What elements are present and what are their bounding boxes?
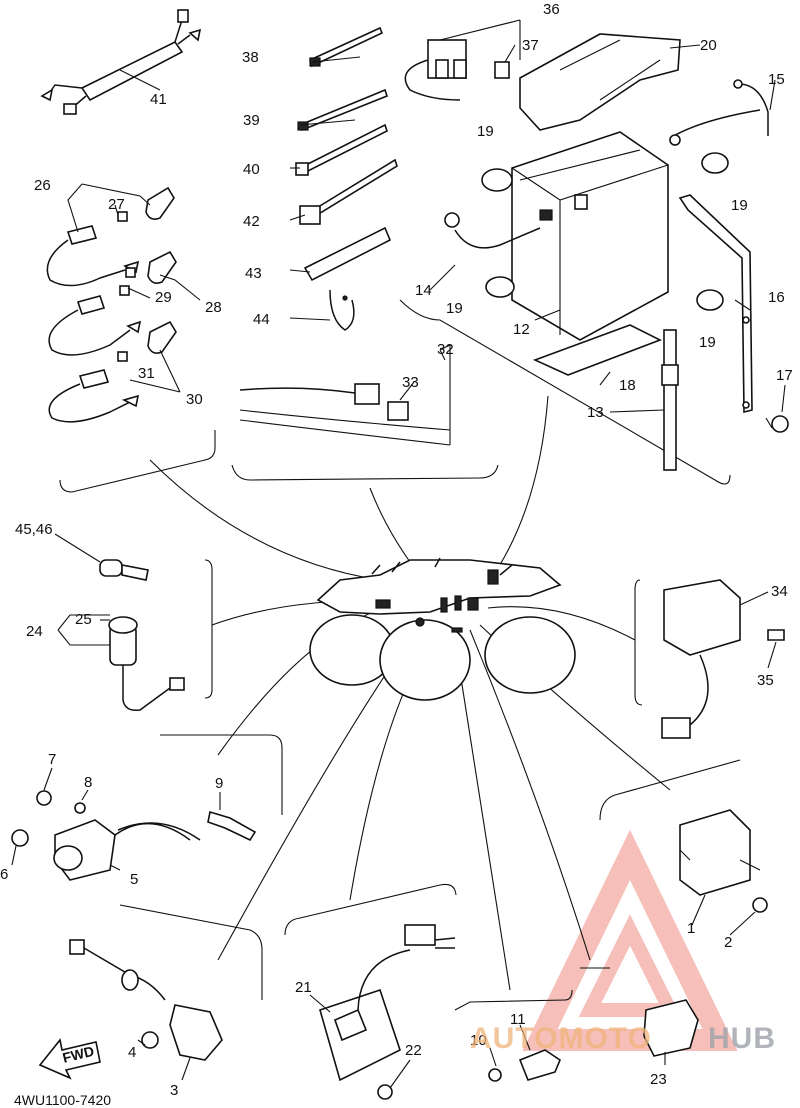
callout-19-d: 19 xyxy=(699,334,716,351)
callout-3: 3 xyxy=(170,1082,179,1099)
main-switch-24 xyxy=(108,616,185,712)
ignition-coil-5 xyxy=(11,790,257,881)
watermark-logo xyxy=(522,829,738,1051)
callout-20: 20 xyxy=(700,37,717,54)
bolt-17 xyxy=(765,415,789,433)
callout-34: 34 xyxy=(771,583,788,600)
fwd-arrow xyxy=(38,1038,101,1080)
callout-38: 38 xyxy=(242,49,259,66)
callout-19-c: 19 xyxy=(446,300,463,317)
callout-45-46: 45,46 xyxy=(15,521,53,538)
callout-23: 23 xyxy=(650,1071,667,1088)
plug-cap-set-30 xyxy=(48,320,177,423)
callout-36: 36 xyxy=(543,1,560,18)
callout-30: 30 xyxy=(186,391,203,408)
cdi-unit-1 xyxy=(679,809,768,913)
callout-33: 33 xyxy=(402,374,419,391)
callout-12: 12 xyxy=(513,321,530,338)
callout-28: 28 xyxy=(205,299,222,316)
bracket-16 xyxy=(678,194,753,414)
callout-2: 2 xyxy=(724,934,733,951)
battery-12 xyxy=(444,79,769,341)
callout-25: 25 xyxy=(75,611,92,628)
battery-pad-18 xyxy=(532,324,662,376)
callout-39: 39 xyxy=(243,112,260,129)
callout-7: 7 xyxy=(48,751,57,768)
callout-21: 21 xyxy=(295,979,312,996)
callout-24: 24 xyxy=(26,623,43,640)
callout-6: 6 xyxy=(0,866,9,883)
callout-8: 8 xyxy=(84,774,93,791)
relay-33 xyxy=(239,383,451,446)
switch-11 xyxy=(488,1049,561,1082)
callout-18: 18 xyxy=(619,377,636,394)
callout-11: 11 xyxy=(510,1011,526,1028)
sensor-3 xyxy=(69,939,223,1061)
relay-34 xyxy=(661,579,785,739)
callout-4: 4 xyxy=(128,1044,137,1061)
rectifier-21 xyxy=(319,924,456,1100)
switch-23 xyxy=(643,999,699,1057)
callout-44: 44 xyxy=(253,311,270,328)
breather-pipe-13 xyxy=(661,329,679,471)
callout-40: 40 xyxy=(243,161,260,178)
callout-22: 22 xyxy=(405,1042,422,1059)
callout-16: 16 xyxy=(768,289,785,306)
battery-cover-20 xyxy=(519,33,681,131)
callout-43: 43 xyxy=(245,265,262,282)
callout-32: 32 xyxy=(437,341,454,358)
callout-17: 17 xyxy=(776,367,793,384)
callout-1: 1 xyxy=(687,920,696,937)
callout-5: 5 xyxy=(130,871,139,888)
callout-10: 10 xyxy=(470,1032,487,1049)
callout-37: 37 xyxy=(522,37,539,54)
callout-29: 29 xyxy=(155,289,172,306)
wire-ties-38-44 xyxy=(295,26,398,331)
plug-cap-set-26 xyxy=(46,186,175,287)
group-brackets xyxy=(59,299,741,1011)
callout-19-b: 19 xyxy=(731,197,748,214)
vehicle-silhouette xyxy=(309,557,576,701)
watermark-text-2: HUB xyxy=(708,1022,776,1055)
callout-35: 35 xyxy=(757,672,774,689)
wire-harness-41 xyxy=(40,9,202,115)
callout-31: 31 xyxy=(138,365,155,382)
callout-19-a: 19 xyxy=(477,123,494,140)
callout-15: 15 xyxy=(768,71,785,88)
key-45-46 xyxy=(99,559,149,581)
callout-42: 42 xyxy=(243,213,260,230)
watermark-text-1: AUTOMOTO xyxy=(470,1022,652,1055)
callout-26: 26 xyxy=(34,177,51,194)
plug-cap-set-28 xyxy=(48,250,177,356)
callout-41: 41 xyxy=(150,91,167,108)
diagram-code: 4WU1100-7420 xyxy=(14,1092,112,1108)
callout-13: 13 xyxy=(587,404,604,421)
leader-lines xyxy=(11,19,786,1089)
callout-27: 27 xyxy=(108,196,125,213)
callout-14: 14 xyxy=(415,282,432,299)
callout-9: 9 xyxy=(215,775,224,792)
dampers-19 xyxy=(481,152,729,311)
fuse-relay-36 xyxy=(404,39,510,101)
